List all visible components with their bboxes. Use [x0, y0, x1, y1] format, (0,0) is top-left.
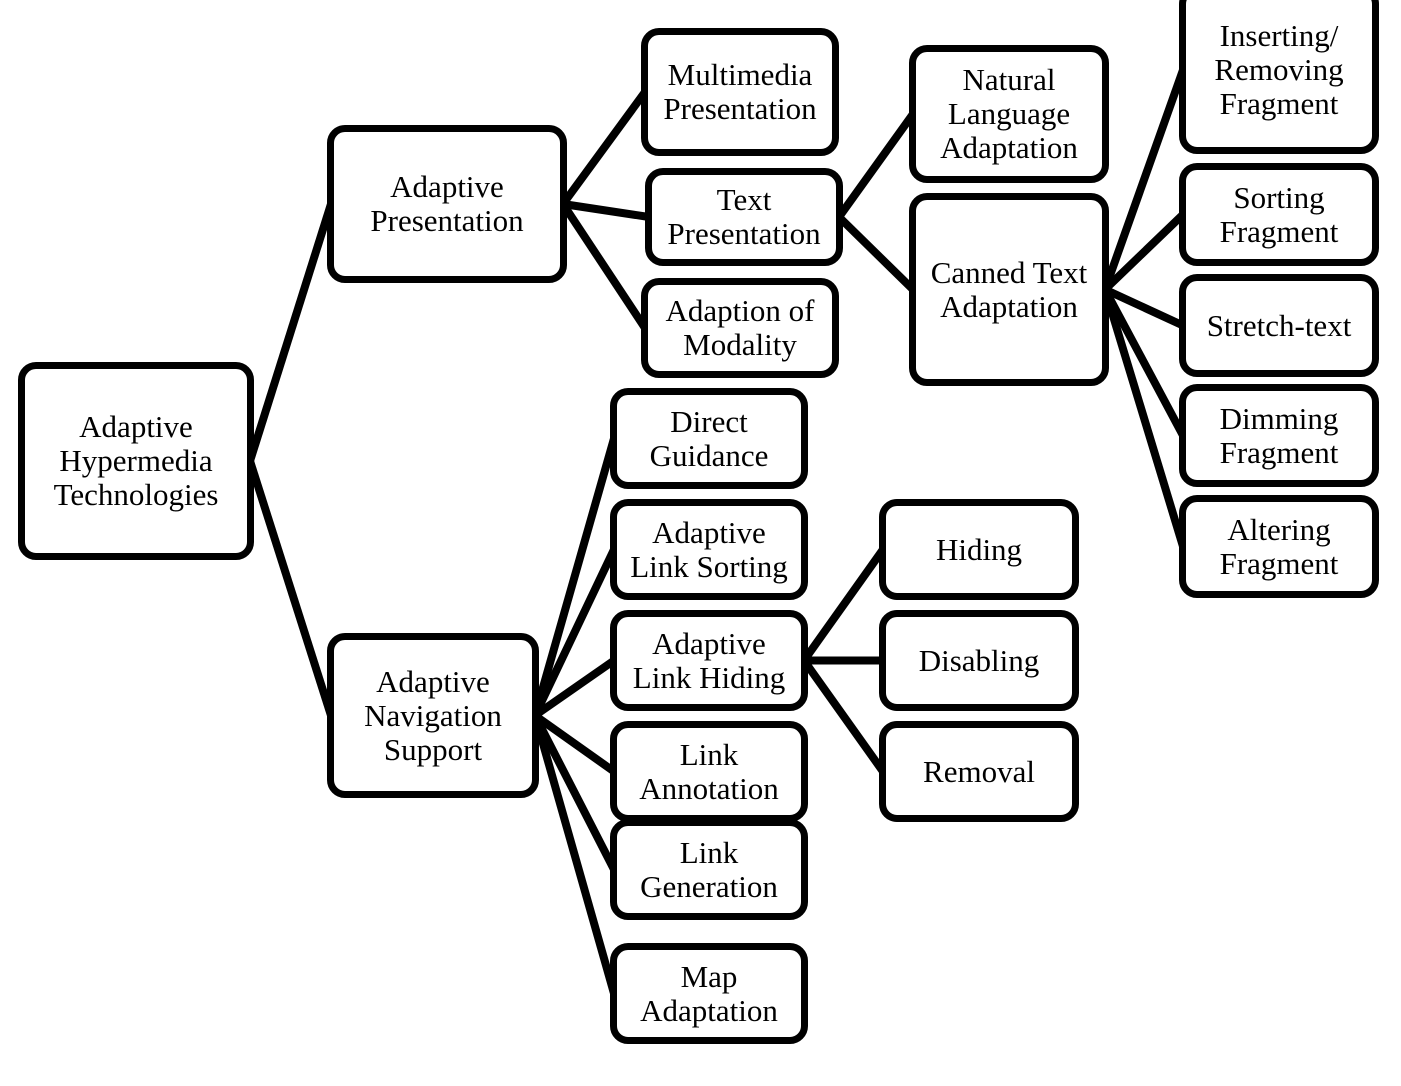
node-altering-fragment[interactable]: Altering Fragment — [1179, 495, 1379, 598]
node-canned-text-adaptation[interactable]: Canned Text Adaptation — [909, 193, 1109, 386]
connector-adaptive-presentation-to-text-presentation — [562, 200, 650, 221]
connector-adaptive-link-hiding-to-hiding — [800, 547, 887, 663]
connector-adaptive-navigation-support-to-link-annotation — [532, 712, 617, 775]
connector-text-presentation-to-canned-text-adaptation — [836, 214, 916, 293]
connector-adaptive-link-hiding-to-removal — [800, 658, 887, 774]
connector-adaptive-presentation-to-adaption-of-modality — [559, 201, 649, 331]
connector-canned-text-adaptation-to-dimming-fragment — [1101, 287, 1187, 438]
node-multimedia-presentation[interactable]: Multimedia Presentation — [641, 28, 839, 156]
connector-canned-text-adaptation-to-inserting-removing-fragment — [1101, 68, 1187, 291]
node-adaptive-navigation-support[interactable]: Adaptive Navigation Support — [327, 633, 539, 798]
node-disabling[interactable]: Disabling — [879, 610, 1079, 711]
node-adaptive-hypermedia-technologies[interactable]: Adaptive Hypermedia Technologies — [18, 362, 254, 560]
node-hiding[interactable]: Hiding — [879, 499, 1079, 600]
connector-adaptive-navigation-support-to-map-adaptation — [531, 714, 618, 995]
connector-adaptive-presentation-to-multimedia-presentation — [559, 89, 649, 207]
node-direct-guidance[interactable]: Direct Guidance — [610, 388, 808, 489]
connector-adaptive-navigation-support-to-adaptive-link-hiding — [532, 657, 617, 719]
connector-canned-text-adaptation-to-sorting-fragment — [1102, 211, 1186, 293]
node-removal[interactable]: Removal — [879, 721, 1079, 822]
node-natural-language-adaptation[interactable]: Natural Language Adaptation — [909, 45, 1109, 183]
connector-root-to-adaptive-presentation — [246, 202, 335, 463]
node-stretch-text[interactable]: Stretch-text — [1179, 274, 1379, 377]
connector-adaptive-navigation-support-to-adaptive-link-sorting — [531, 547, 618, 718]
node-link-generation[interactable]: Link Generation — [610, 819, 808, 920]
connector-canned-text-adaptation-to-stretch-text — [1103, 285, 1185, 330]
node-link-annotation[interactable]: Link Annotation — [610, 721, 808, 822]
connector-root-to-adaptive-navigation-support — [246, 459, 335, 717]
node-adaption-of-modality[interactable]: Adaption of Modality — [641, 278, 839, 378]
connector-adaptive-navigation-support-to-direct-guidance — [531, 437, 618, 717]
node-text-presentation[interactable]: Text Presentation — [645, 168, 843, 266]
connector-adaptive-navigation-support-to-link-generation — [531, 713, 618, 872]
connector-text-presentation-to-natural-language-adaptation — [835, 111, 917, 220]
node-dimming-fragment[interactable]: Dimming Fragment — [1179, 384, 1379, 487]
node-adaptive-link-sorting[interactable]: Adaptive Link Sorting — [610, 499, 808, 600]
node-adaptive-presentation[interactable]: Adaptive Presentation — [327, 125, 567, 283]
node-sorting-fragment[interactable]: Sorting Fragment — [1179, 163, 1379, 266]
node-inserting-removing-fragment[interactable]: Inserting/ Removing Fragment — [1179, 0, 1379, 154]
connector-canned-text-adaptation-to-altering-fragment — [1101, 288, 1187, 548]
node-map-adaptation[interactable]: Map Adaptation — [610, 943, 808, 1044]
node-adaptive-link-hiding[interactable]: Adaptive Link Hiding — [610, 610, 808, 711]
